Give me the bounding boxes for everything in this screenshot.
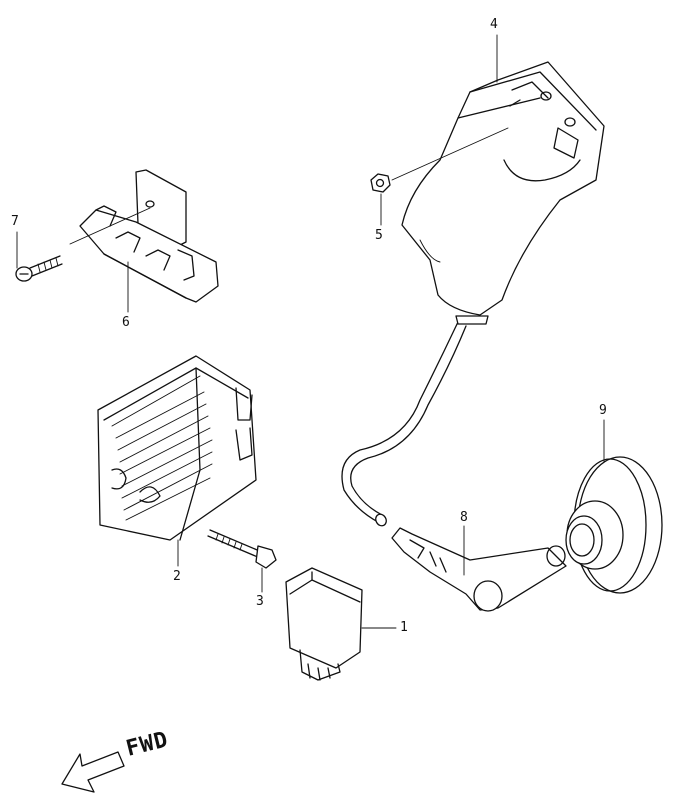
callout-7: 7 bbox=[11, 214, 19, 229]
callout-5: 5 bbox=[375, 228, 383, 243]
spark-plug-cap bbox=[391, 527, 567, 612]
high-tension-lead bbox=[341, 315, 489, 527]
arrow-left-down-icon bbox=[61, 751, 125, 793]
ignition-coil bbox=[401, 61, 605, 316]
nut bbox=[370, 173, 391, 193]
regulator-rectifier bbox=[97, 355, 257, 541]
leader-5-4 bbox=[391, 127, 509, 181]
cover-cap bbox=[565, 456, 663, 594]
callout-8: 8 bbox=[460, 510, 468, 525]
callout-9: 9 bbox=[599, 403, 607, 418]
leader-6-bracket bbox=[69, 207, 151, 245]
screw bbox=[15, 255, 63, 282]
callout-6: 6 bbox=[122, 315, 130, 330]
callout-2: 2 bbox=[173, 569, 181, 584]
callout-3: 3 bbox=[256, 594, 264, 609]
bolt-3 bbox=[207, 529, 277, 569]
relay bbox=[285, 567, 363, 681]
bracket bbox=[79, 169, 219, 303]
callout-1: 1 bbox=[400, 620, 408, 635]
callout-4: 4 bbox=[490, 17, 498, 32]
